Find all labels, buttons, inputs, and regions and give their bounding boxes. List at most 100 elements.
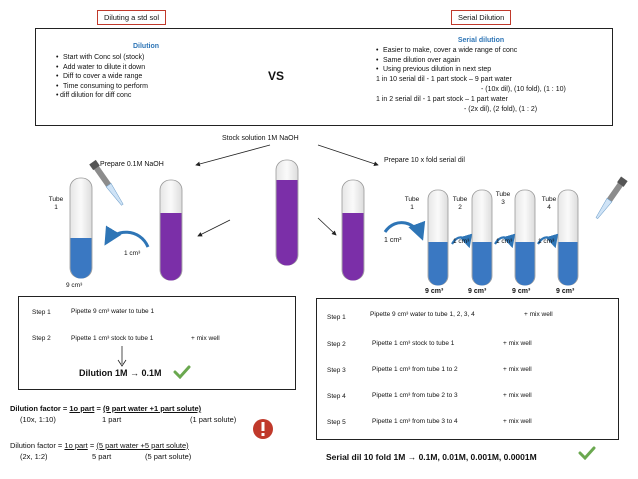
left-steps-box: Step 1 Pipette 9 cm³ water to tube 1 Ste… xyxy=(18,296,296,390)
factor-label: Dilution factor = xyxy=(10,404,70,413)
tag-diluting-std-sol: Diluting a std sol xyxy=(97,10,167,25)
tube-volume: 9 cm³ xyxy=(556,288,575,295)
step-extra: + mix well xyxy=(503,366,532,373)
step-text: Pipette 1 cm³ stock to tube 1 xyxy=(71,335,154,342)
step-text: Pipette 1 cm³ from tube 3 to 4 xyxy=(372,418,458,425)
tag-serial-dilution: Serial Dilution xyxy=(451,10,512,25)
step-text: Pipette 1 cm³ from tube 1 to 2 xyxy=(372,366,458,373)
arrow-to-left xyxy=(195,144,271,167)
step-text: Pipette 1 cm³ stock to tube 1 xyxy=(372,340,455,347)
tube-label-word: Tube xyxy=(404,196,420,203)
dilution-bullet: Diff to cover a wide range xyxy=(56,72,256,82)
serial-detail-line: 1 in 10 serial dil - 1 part stock – 9 pa… xyxy=(376,76,512,83)
transfer-arrow xyxy=(494,233,516,249)
vs-label: VS xyxy=(268,69,285,83)
checkmark-icon xyxy=(173,365,191,379)
dilution-bullet: Time consuming to perform xyxy=(56,82,256,92)
factor-sub-right: (1 part solute) xyxy=(190,415,237,424)
tube-label-number: 1 xyxy=(54,204,58,211)
arrow-back-left xyxy=(197,219,231,237)
serial-result: Serial dil 10 fold 1M → 0.1M, 0.01M, 0.0… xyxy=(326,452,537,462)
factor-sub-left: (10x, 1:10) xyxy=(20,415,56,424)
tube-label: Tube 4 xyxy=(537,196,561,212)
serial-detail-line: - (10x dil), (10 fold), (1 : 10) xyxy=(481,86,566,93)
tube-label-number: 4 xyxy=(547,204,551,211)
tube-label: Tube 1 xyxy=(44,196,68,212)
factor-equals: = xyxy=(87,441,97,450)
serial-bullet: Using previous dilution in next step xyxy=(376,65,611,75)
dilution-factor-1: Dilution factor = 1o part = (9 part wate… xyxy=(10,403,201,414)
dilution-diagram xyxy=(69,144,628,286)
step-extra: + mix well xyxy=(503,392,532,399)
tube-label-word: Tube xyxy=(541,196,557,203)
step-text: Pipette 1 cm³ from tube 2 to 3 xyxy=(372,392,458,399)
volume-transfer-label: 1 cm³ xyxy=(384,237,402,244)
pipette-icon xyxy=(595,176,628,220)
stock-tube xyxy=(275,159,299,266)
tube-volume: 9 cm³ xyxy=(512,288,531,295)
dilution-title: Dilution xyxy=(132,43,160,50)
prepare-left-label: Prepare 0.1M NaOH xyxy=(100,161,164,168)
serial-tube-4 xyxy=(557,189,579,286)
dilution-bullet-cont: diff dilution for diff conc xyxy=(56,91,256,101)
step-text: Pipette 9 cm³ water to tube 1 xyxy=(71,308,155,315)
step-label: Step 1 xyxy=(32,309,51,316)
step-label: Step 2 xyxy=(327,341,346,348)
serial-bullet: Same dilution over again xyxy=(376,56,611,66)
step-label: Step 2 xyxy=(32,335,51,342)
transfer-arrow xyxy=(537,233,559,249)
transfer-arrow xyxy=(451,233,473,249)
factor-rhs: (9 part water +1 part solute) xyxy=(102,404,202,413)
transfer-arrow xyxy=(383,220,426,241)
tube-label-word: Tube xyxy=(452,196,468,203)
tube-label-word: Tube xyxy=(48,196,64,203)
factor-equals: = xyxy=(94,404,103,413)
step-label: Step 1 xyxy=(327,314,346,321)
serial-bullet: Easier to make, cover a wide range of co… xyxy=(376,46,611,56)
volume-transfer-label: 1 cm³ xyxy=(124,250,141,257)
transfer-label: 1 cm³ xyxy=(453,238,470,245)
step-extra: + mix well xyxy=(503,340,532,347)
down-arrow-icon xyxy=(117,346,127,367)
comparison-box: Dilution Start with Conc sol (stock) Add… xyxy=(35,28,613,126)
factor-sub-left: (2x, 1:2) xyxy=(20,452,48,461)
arrow-to-right-tube xyxy=(317,217,337,236)
warning-icon xyxy=(253,419,273,439)
tube-volume: 9 cm³ xyxy=(425,288,444,295)
right-steps-box: Step 1 Pipette 9 cm³ water to tube 1, 2,… xyxy=(316,298,619,440)
transfer-label: 1 cm³ xyxy=(538,238,555,245)
step-label: Step 3 xyxy=(327,367,346,374)
factor-numerator: 1o part xyxy=(69,404,95,413)
dilution-factor-2: Dilution factor = 1o part = (5 part wate… xyxy=(10,440,189,451)
step-extra: + mix well xyxy=(191,335,220,342)
tube-volume: 9 cm³ xyxy=(468,288,487,295)
step-label: Step 5 xyxy=(327,419,346,426)
step-text: Pipette 9 cm³ water to tube 1, 2, 3, 4 xyxy=(370,311,475,318)
transfer-arrow xyxy=(104,225,150,248)
dilution-bullet: Start with Conc sol (stock) xyxy=(56,53,256,63)
stock-solution-label: Stock solution 1M NaOH xyxy=(222,135,299,142)
tube-label: Tube 3 xyxy=(491,191,515,207)
tube-label: Tube 1 xyxy=(400,196,424,212)
left-tube-1 xyxy=(69,177,93,279)
dilution-bullet: Add water to dilute it down xyxy=(56,63,256,73)
serial-bullets: Easier to make, cover a wide range of co… xyxy=(376,46,611,75)
tube-label-number: 1 xyxy=(410,204,414,211)
factor-label: Dilution factor = xyxy=(10,441,65,450)
factor-numerator: 1o part xyxy=(64,441,88,450)
dilution-result: Dilution 1M → 0.1M xyxy=(79,368,162,378)
factor-sub-mid: 1 part xyxy=(102,415,122,424)
serial-dilution-title: Serial dilution xyxy=(457,37,505,44)
pipette-icon xyxy=(89,159,124,206)
tube-label-number: 3 xyxy=(501,199,505,206)
serial-tube-3 xyxy=(514,189,536,286)
factor-rhs: (5 part water +5 part solute) xyxy=(96,441,189,450)
step-extra: + mix well xyxy=(503,418,532,425)
factor-sub-right: (5 part solute) xyxy=(145,452,192,461)
tube-label-word: Tube xyxy=(495,191,511,198)
dilution-bullets: Start with Conc sol (stock) Add water to… xyxy=(56,53,256,101)
transfer-label: 1 cm³ xyxy=(496,238,513,245)
checkmark-icon xyxy=(578,446,596,460)
step-extra: + mix well xyxy=(524,311,553,318)
volume-water-label: 9 cm³ xyxy=(66,282,83,289)
